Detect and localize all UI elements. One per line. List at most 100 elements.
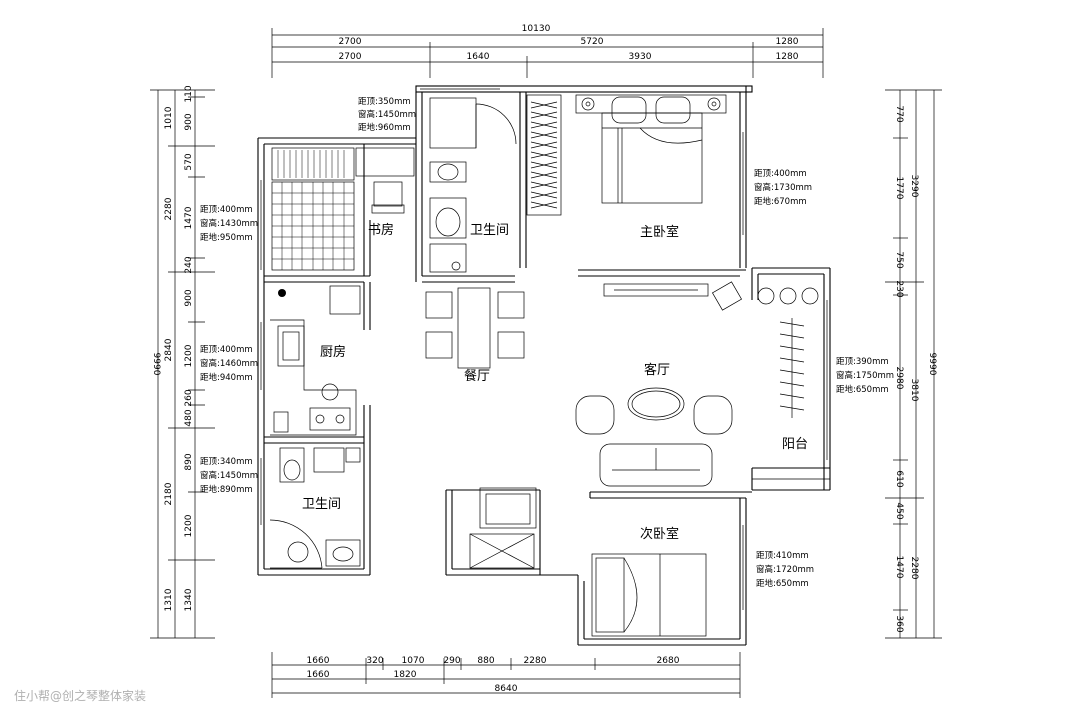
dim-top-r2-2: 3930 (629, 52, 652, 62)
note-top-3: 距地:960mm (358, 122, 411, 133)
note-second-1: 距顶:410mm (756, 551, 809, 561)
study-desk (271, 147, 415, 271)
balcony-items (711, 281, 819, 418)
note-master-1: 距顶:400mm (754, 169, 807, 179)
dim-left-o3: 2180 (164, 482, 174, 505)
dim-left-o4: 1310 (164, 588, 174, 611)
note-top-2: 窗高:1450mm (358, 109, 416, 120)
watermark: 住小帮@创之琴整体家装 (14, 688, 146, 703)
living-room-set (575, 387, 733, 487)
dim-right-i4: 2980 (894, 367, 904, 390)
dim-left-o0: 1010 (164, 106, 174, 129)
dim-right-i2: 750 (894, 251, 904, 268)
washer-area (469, 487, 537, 569)
label-bathroom-1: 卫生间 (470, 223, 509, 238)
note-balcony-1: 距顶:390mm (836, 357, 889, 367)
top-dimensions: 10130 2700 5720 1280 2700 1640 3930 1280 (271, 24, 824, 78)
dim-top-r1-1: 5720 (581, 37, 604, 47)
dim-right-i7: 1470 (894, 556, 904, 579)
dim-right-i1: 1770 (894, 177, 904, 200)
dim-right-m0: 3290 (909, 175, 919, 198)
dim-bot-r2-1: 1820 (394, 670, 417, 680)
dim-left-i1: 900 (184, 113, 194, 130)
label-living: 客厅 (644, 362, 670, 378)
bath2-fixtures (269, 447, 361, 569)
wardrobe (526, 94, 562, 216)
dim-right-m1: 3810 (909, 379, 919, 402)
dim-bot-r1-1: 320 (366, 656, 383, 666)
bath1-fixtures (429, 97, 517, 273)
dim-top-r2-3: 1280 (776, 52, 799, 62)
label-bathroom-2: 卫生间 (302, 497, 341, 512)
second-bed (591, 553, 707, 637)
dim-left-i3: 1470 (184, 206, 194, 229)
note-kitchen-2: 窗高:1460mm (200, 358, 258, 369)
dim-bot-r2-0: 1660 (307, 670, 330, 680)
furniture (269, 94, 819, 637)
dim-bot-r1-6: 2680 (657, 656, 680, 666)
dim-bot-r1-5: 2280 (524, 656, 547, 666)
bottom-dimensions: 1660 320 1070 290 880 2280 2680 1660 182… (271, 652, 741, 698)
dim-bot-r1-4: 880 (477, 656, 494, 666)
dim-bot-overall: 8640 (495, 684, 518, 694)
note-study-1: 距顶:400mm (200, 205, 253, 215)
label-master-bedroom: 主卧室 (640, 224, 679, 240)
note-master-3: 距地:670mm (754, 196, 807, 207)
label-dining: 餐厅 (464, 368, 490, 384)
note-second-2: 窗高:1720mm (756, 564, 814, 575)
label-kitchen: 厨房 (320, 344, 346, 360)
window-notes: 距顶:350mm 窗高:1450mm 距地:960mm 距顶:400mm 窗高:… (200, 97, 894, 589)
dim-top-r1-0: 2700 (339, 37, 362, 47)
dim-right-i6: 450 (894, 502, 904, 519)
dim-left-o1: 2280 (164, 197, 174, 220)
dim-bot-r1-2: 1070 (402, 656, 425, 666)
kitchen-fixtures (270, 285, 361, 436)
note-study-3: 距地:950mm (200, 232, 253, 243)
dim-right-i8: 360 (894, 615, 904, 632)
dim-top-r2-1: 1640 (467, 52, 490, 62)
dim-right-i0: 770 (894, 105, 904, 122)
note-bath2-1: 距顶:340mm (200, 457, 253, 467)
dim-left-i6: 1200 (184, 344, 194, 367)
note-bath2-2: 窗高:1450mm (200, 470, 258, 481)
dim-left-i7: 260 (184, 389, 194, 406)
dim-left-i8: 480 (184, 409, 194, 426)
label-second-bedroom: 次卧室 (640, 526, 679, 542)
dim-right-overall: 9990 (927, 353, 937, 376)
dim-bot-r1-0: 1660 (307, 656, 330, 666)
left-dimensions: 9990 1010 2280 2840 2180 1310 110 900 57… (150, 85, 215, 639)
dim-top-overall: 10130 (522, 24, 551, 34)
note-study-2: 窗高:1430mm (200, 218, 258, 229)
dim-top-r1-2: 1280 (776, 37, 799, 47)
note-top-1: 距顶:350mm (358, 97, 411, 107)
note-balcony-2: 窗高:1750mm (836, 370, 894, 381)
room-labels: 书房 卫生间 主卧室 厨房 餐厅 客厅 阳台 卫生间 次卧室 (302, 222, 808, 542)
dining-table (425, 287, 525, 369)
dim-left-i11: 1340 (184, 588, 194, 611)
dim-left-i2: 570 (184, 153, 194, 170)
dim-left-o2: 2840 (164, 338, 174, 361)
right-dimensions: 770 1770 750 230 2980 610 450 1470 360 3… (885, 89, 942, 639)
dim-top-r2-0: 2700 (339, 52, 362, 62)
label-balcony: 阳台 (782, 437, 808, 452)
dim-right-m2: 2280 (909, 557, 919, 580)
note-master-2: 窗高:1730mm (754, 182, 812, 193)
tv-cabinet (603, 283, 709, 297)
dim-right-i5: 610 (894, 470, 904, 487)
dim-left-overall: 9990 (151, 353, 161, 376)
label-study: 书房 (368, 222, 394, 238)
note-kitchen-3: 距地:940mm (200, 372, 253, 383)
master-bed (575, 94, 727, 204)
walls (257, 85, 831, 646)
dim-left-i9: 890 (184, 453, 194, 470)
note-kitchen-1: 距顶:400mm (200, 345, 253, 355)
note-bath2-3: 距地:890mm (200, 484, 253, 495)
dim-left-i4: 240 (184, 256, 194, 273)
dim-left-i10: 1200 (184, 514, 194, 537)
note-balcony-3: 距地:650mm (836, 384, 889, 395)
dim-right-i3: 230 (894, 280, 904, 297)
note-second-3: 距地:650mm (756, 578, 809, 589)
dim-bot-r1-3: 290 (443, 656, 460, 666)
dim-left-i5: 900 (184, 289, 194, 306)
